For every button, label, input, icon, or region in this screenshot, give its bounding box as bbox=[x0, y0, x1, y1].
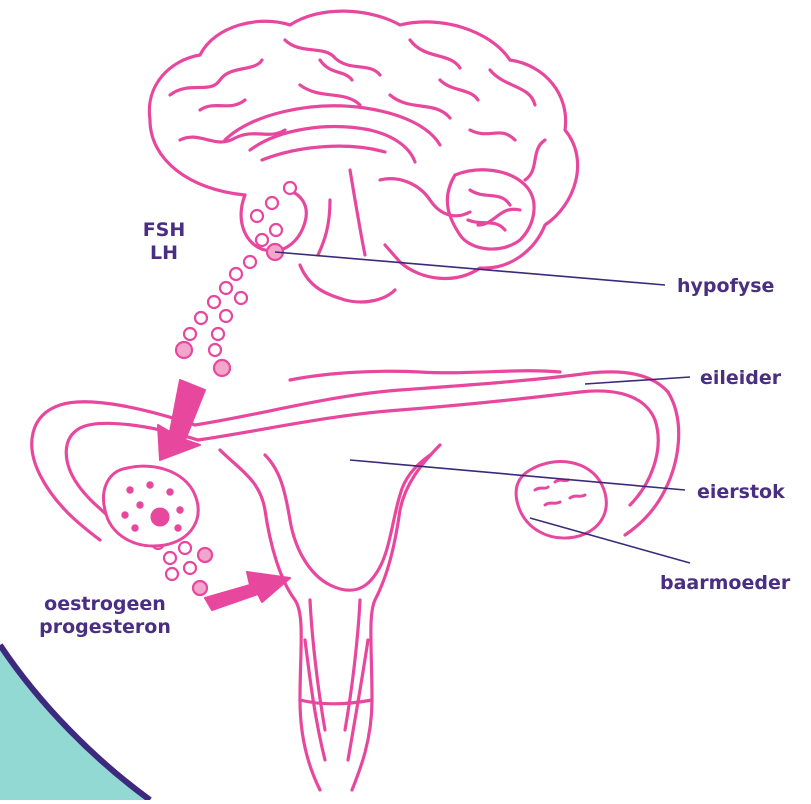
hypofyse-label: hypofyse bbox=[677, 275, 774, 298]
lh-label: LH bbox=[134, 242, 194, 265]
accent-band bbox=[0, 645, 150, 800]
eileider-label: eileider bbox=[700, 367, 781, 390]
uterus-icon bbox=[32, 371, 679, 790]
hormones-top-label: FSH LH bbox=[134, 219, 194, 265]
leader-baarmoeder bbox=[530, 518, 690, 563]
baarmoeder-label: baarmoeder bbox=[660, 572, 790, 595]
progesteron-label: progesteron bbox=[30, 616, 180, 639]
hormones-bottom-label: oestrogeen progesteron bbox=[30, 593, 180, 639]
leader-hypofyse bbox=[275, 252, 665, 285]
fsh-label: FSH bbox=[134, 219, 194, 242]
oestrogeen-label: oestrogeen bbox=[30, 593, 180, 616]
leader-eileider bbox=[585, 377, 690, 384]
brain-icon bbox=[149, 11, 577, 302]
ovary-icon bbox=[103, 466, 198, 546]
eierstok-label: eierstok bbox=[697, 481, 785, 504]
